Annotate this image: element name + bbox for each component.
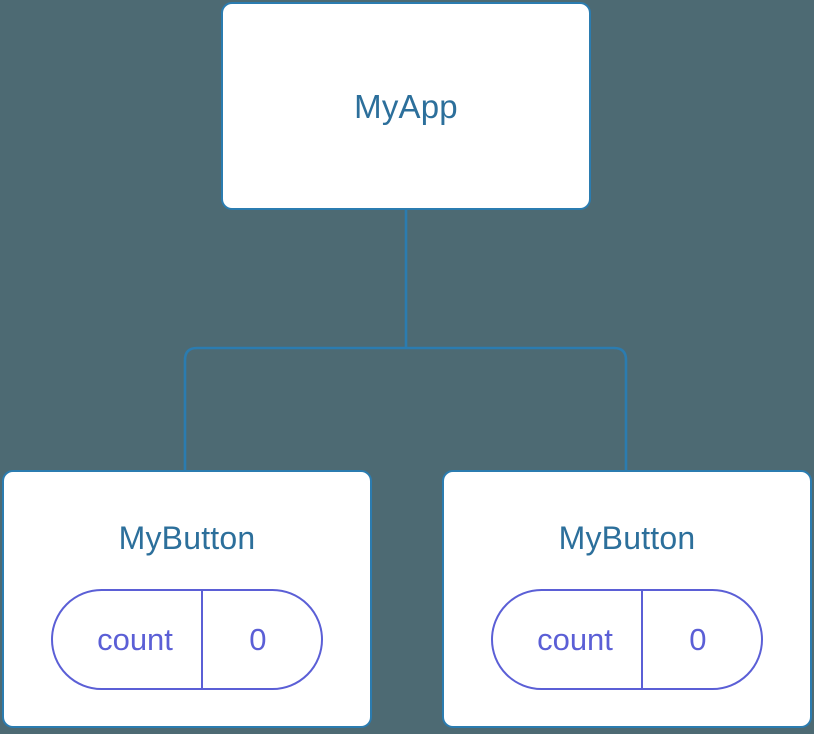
connector-to-child-right bbox=[406, 346, 628, 470]
node-title: MyButton bbox=[118, 520, 256, 556]
state-divider bbox=[640, 591, 643, 688]
connector-to-child-left bbox=[183, 346, 406, 470]
state-value: 0 bbox=[249, 622, 267, 657]
state-pill[interactable]: count 0 bbox=[51, 589, 323, 690]
node-myapp[interactable]: MyApp bbox=[221, 2, 591, 210]
node-title: MyApp bbox=[354, 87, 458, 125]
state-pill[interactable]: count 0 bbox=[491, 589, 763, 690]
state-key: count bbox=[537, 622, 613, 657]
state-value: 0 bbox=[689, 622, 707, 657]
node-mybutton-2[interactable]: MyButton count 0 bbox=[442, 470, 812, 728]
node-title: MyButton bbox=[558, 520, 696, 556]
state-key: count bbox=[97, 622, 173, 657]
node-mybutton-1[interactable]: MyButton count 0 bbox=[2, 470, 372, 728]
state-divider bbox=[200, 591, 203, 688]
